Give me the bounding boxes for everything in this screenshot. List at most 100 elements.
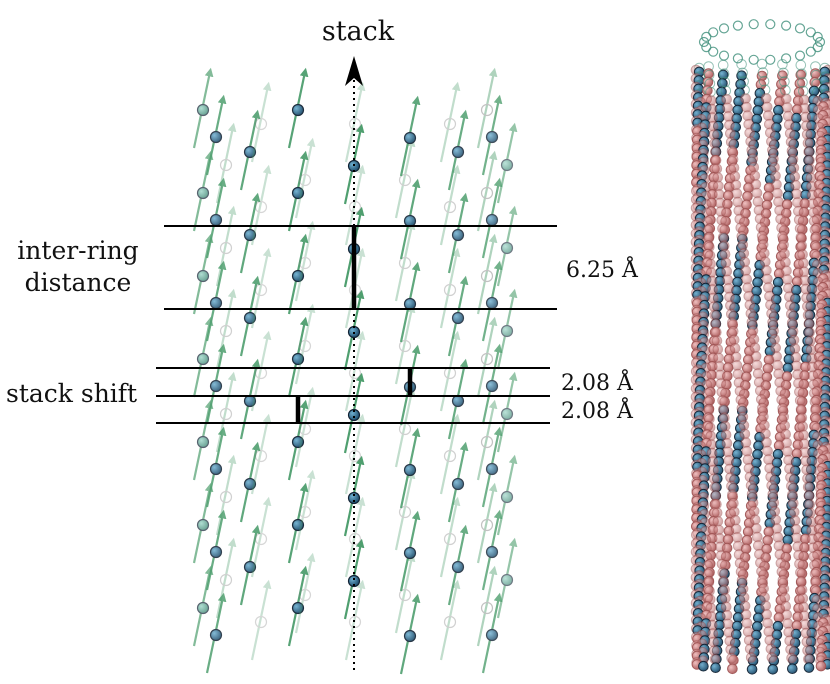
spin-site — [496, 537, 518, 619]
tube-atom — [774, 205, 785, 216]
tube-atom — [735, 394, 747, 406]
tube-atom — [795, 567, 806, 578]
atom — [243, 228, 257, 242]
atom — [403, 131, 417, 145]
tube-atom — [760, 600, 772, 612]
tube-top-atom — [794, 50, 806, 61]
tube-atom — [752, 196, 764, 207]
tube-atom — [726, 652, 738, 664]
tube-atom — [783, 110, 794, 122]
spin-site — [399, 510, 421, 592]
spin-arrow — [294, 137, 316, 219]
tube-atom — [780, 428, 792, 440]
spin-arrow — [439, 496, 461, 578]
tube-top-atom — [780, 20, 792, 31]
atom — [403, 463, 417, 477]
tube-atom — [760, 428, 771, 440]
tube-atom — [804, 327, 815, 338]
spin-arrow — [215, 122, 237, 204]
tube-atom — [698, 660, 709, 672]
tube-atom — [784, 128, 796, 139]
atom — [298, 256, 312, 270]
tube-top-atom — [812, 41, 823, 53]
spin-arrow — [476, 233, 498, 315]
tube-atom — [759, 247, 770, 259]
tube-atom — [749, 342, 761, 354]
atom — [485, 545, 499, 559]
tube-atom — [786, 145, 798, 156]
tube-atom — [761, 609, 773, 620]
tube-atom — [739, 256, 751, 268]
atom — [403, 214, 417, 228]
atom — [500, 158, 514, 172]
tube-atom — [752, 621, 763, 632]
atom — [291, 186, 305, 200]
tube-atom — [781, 265, 792, 277]
atom — [480, 601, 494, 615]
atom — [298, 339, 312, 353]
tube-atom — [745, 136, 757, 147]
spin-site — [205, 177, 227, 259]
tube-atom — [755, 222, 767, 233]
tube-atom — [723, 455, 735, 466]
atom — [298, 173, 312, 187]
spin-site — [250, 413, 272, 495]
tube-atom — [725, 300, 736, 311]
spin-arrow — [215, 537, 237, 619]
tube-atom — [785, 300, 796, 311]
atom — [209, 296, 223, 310]
tube-atom — [718, 575, 729, 587]
atom — [500, 407, 514, 421]
atom — [398, 173, 412, 187]
tube-atom — [771, 179, 782, 190]
atom — [443, 532, 457, 546]
atom — [243, 311, 257, 325]
spin-site — [344, 413, 366, 495]
tube-atom — [746, 316, 758, 328]
tube-atom — [775, 213, 786, 225]
tube-top-atom — [732, 20, 744, 31]
tube-atom — [719, 76, 731, 88]
atom — [398, 256, 412, 270]
atom — [298, 505, 312, 519]
tube-atom — [744, 643, 756, 655]
spin-arrow — [476, 482, 498, 564]
tube-atom — [716, 558, 728, 570]
tube-atom — [787, 489, 798, 501]
atom — [451, 477, 465, 491]
tube-atom — [799, 103, 811, 114]
tube-atom — [800, 455, 812, 467]
atom — [485, 379, 499, 393]
spin-site — [287, 233, 309, 315]
tube-atom — [736, 59, 747, 70]
tube-atom — [777, 59, 788, 70]
tube-atom — [731, 360, 743, 371]
tube-atom — [771, 523, 783, 534]
spin-site — [447, 275, 469, 357]
tube-atom — [779, 76, 790, 87]
tube-atom — [798, 94, 810, 106]
tube-atom — [746, 664, 758, 675]
tube-atom — [742, 454, 754, 466]
tube-atom — [755, 557, 766, 569]
tube-atom — [782, 274, 793, 285]
tube-top-atom — [698, 36, 710, 48]
spin-arrow — [439, 413, 461, 495]
tube-atom — [771, 351, 783, 362]
tube-atom — [777, 403, 789, 414]
tube-atom — [782, 190, 794, 202]
tube-atom — [736, 575, 748, 586]
tube-atom — [752, 368, 764, 379]
tube-atom — [745, 308, 757, 319]
tube-atom — [786, 308, 797, 320]
tube-atom — [763, 626, 775, 637]
tube-atom — [716, 386, 728, 398]
tube-atom — [752, 105, 764, 116]
spin-site — [439, 579, 461, 661]
spin-arrow — [476, 67, 498, 149]
tube-atom — [721, 94, 733, 105]
tube-atom — [710, 662, 721, 674]
tube-atom — [798, 266, 810, 278]
tube-atom — [750, 351, 762, 362]
